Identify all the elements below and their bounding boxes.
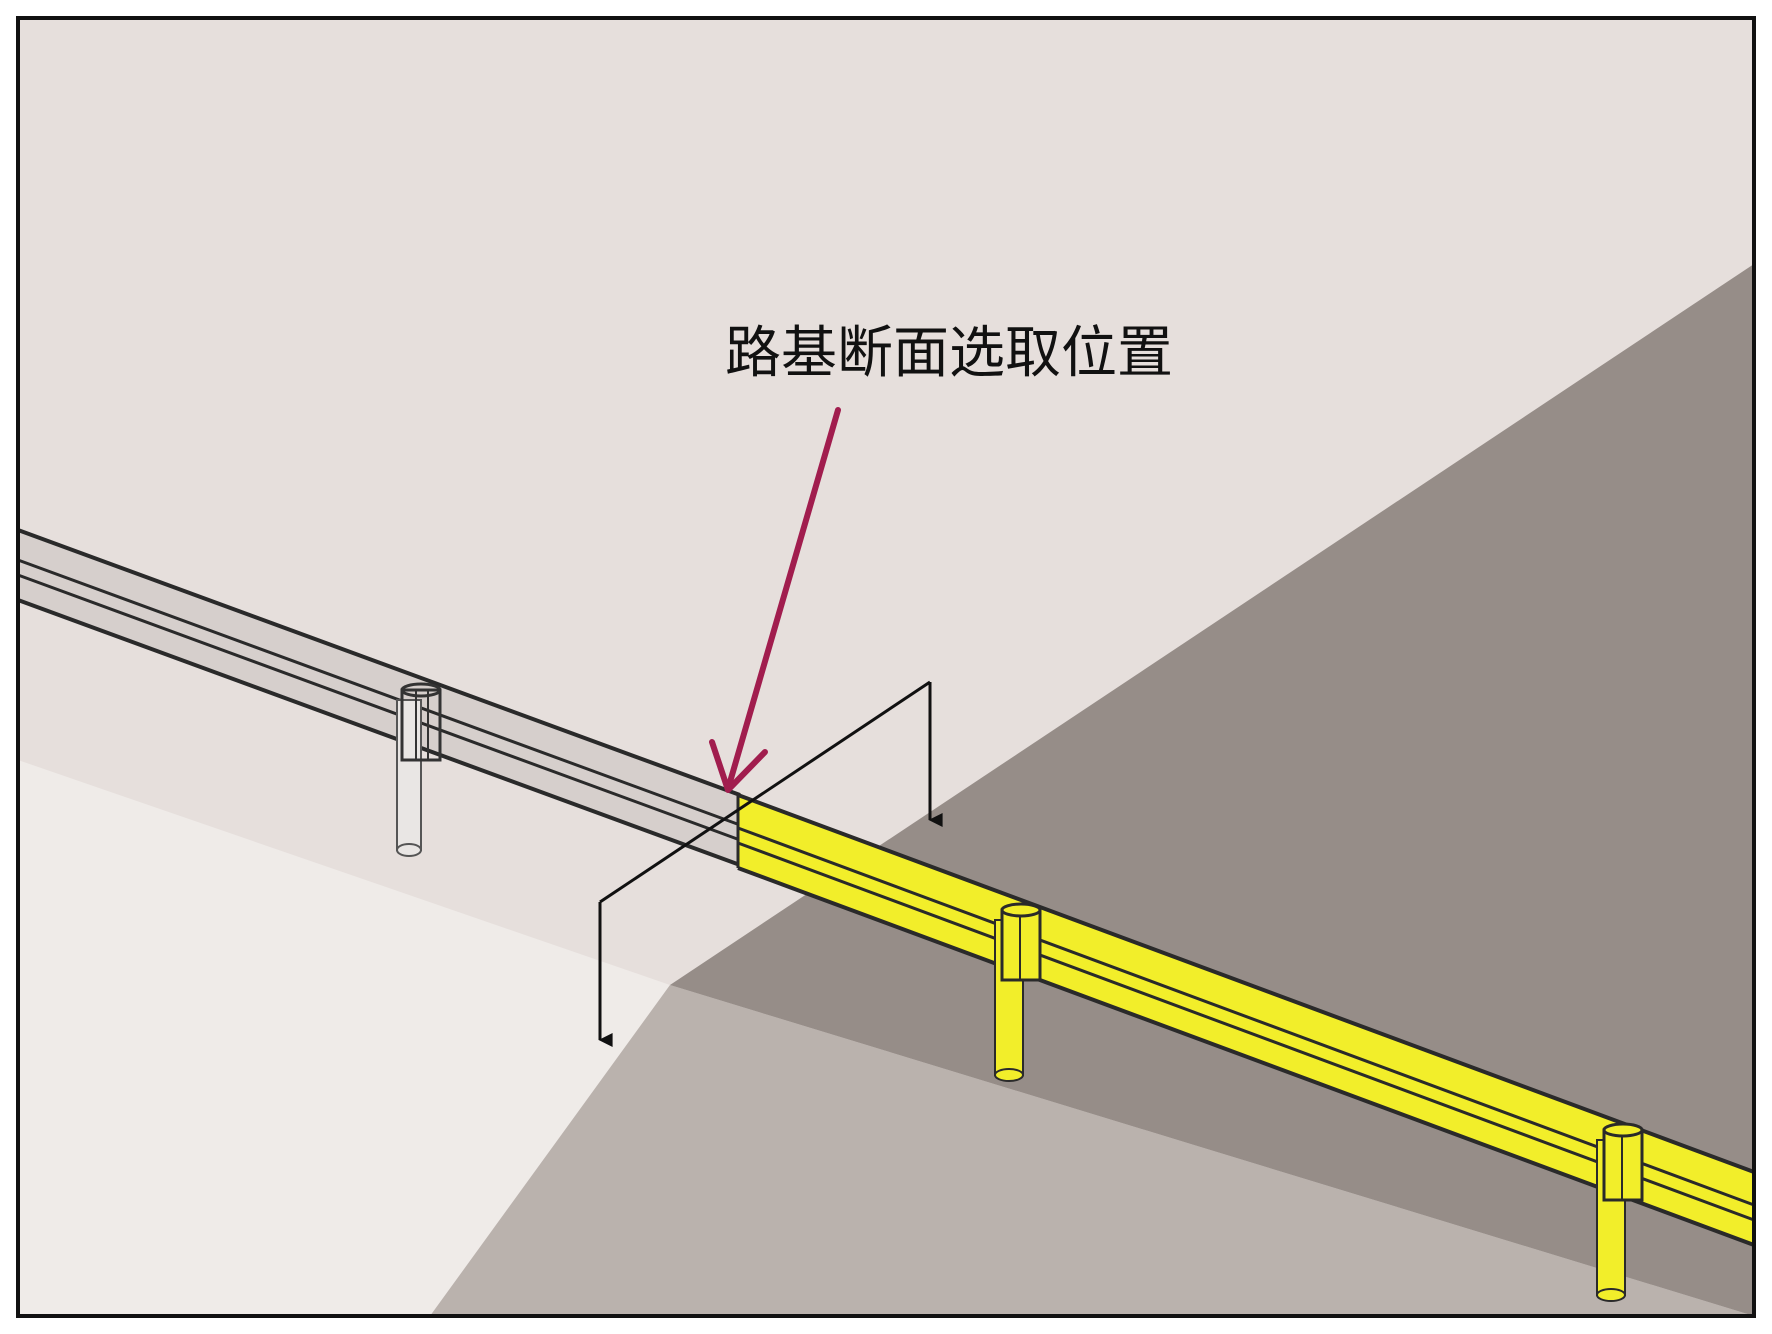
embankment-slope-dark [670, 264, 1754, 1316]
guardrail-highlighted-section [736, 793, 1755, 1302]
section-cut-marker [598, 680, 943, 1047]
pointer-arrow [709, 407, 841, 793]
guardrail-transparent-section [17, 528, 741, 867]
guardrail-post-highlighted-1 [994, 902, 1042, 1082]
guardrail-post-transparent [396, 682, 442, 857]
section-location-label: 路基断面选取位置 [725, 321, 1173, 386]
embankment-slope-light [430, 985, 1754, 1316]
diagram-frame [16, 16, 1756, 1318]
lower-left-ground [18, 760, 670, 1316]
guardrail-post-highlighted-2 [1596, 1122, 1644, 1302]
